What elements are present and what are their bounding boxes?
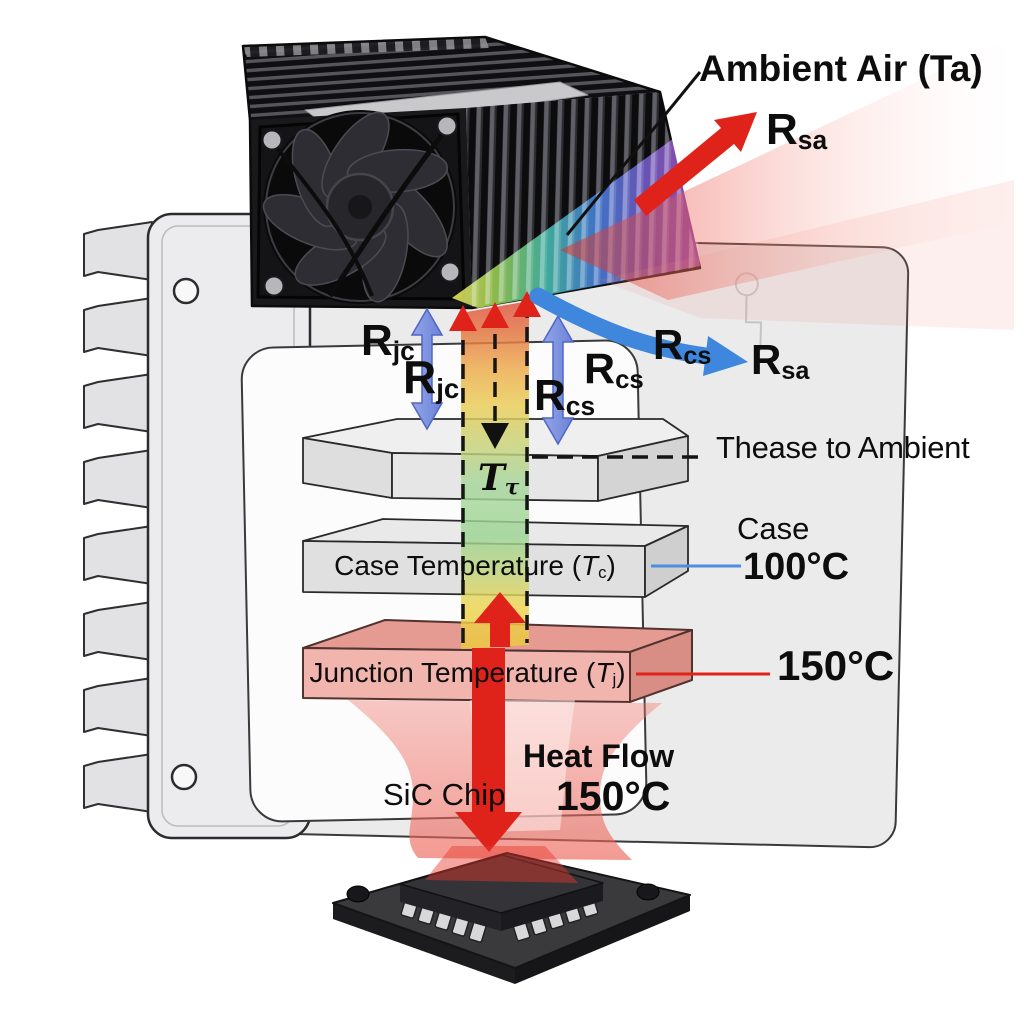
heatsink-to-ambient-label: Thease to Ambient [716, 430, 970, 465]
rjc-lower-label: Rjc [403, 351, 460, 404]
junction-callout-temp: 150°C [777, 642, 895, 689]
heat-flow-temp: 150°C [556, 773, 671, 819]
junction-up-arrow [474, 592, 526, 647]
case-callout-title: Case [737, 511, 810, 546]
fan-screw [436, 115, 458, 137]
board-hole [346, 885, 370, 903]
junction-plate [302, 619, 693, 703]
module-screw-bottom [170, 763, 198, 791]
down-arrowhead [481, 423, 509, 449]
ambient-air-label: Ambient Air (Ta) [699, 48, 983, 89]
column-dashed-borders [461, 303, 529, 646]
cooling-fan [256, 110, 466, 304]
heat-spot-on-chip [425, 846, 578, 883]
ambient-leader-line [565, 71, 702, 236]
case-plate-label: Case Temperature (Tc) [334, 550, 616, 583]
module-screw-top [172, 277, 200, 305]
module-fins [83, 221, 153, 813]
rcs-inner-upper-label: Rcs [584, 345, 644, 394]
junction-plate-label: Junction Temperature (Tj) [309, 657, 626, 690]
case-to-sink-flow-arrow [529, 287, 748, 376]
ambient-heat-beam [560, 36, 1014, 330]
chip-die [399, 854, 604, 914]
heat-flow-down-arrow [455, 648, 522, 852]
rjc-upper-label: Rjc [361, 316, 415, 366]
fan-screw [263, 275, 285, 297]
rsa-top-label: Rsa [766, 105, 828, 155]
heat-flow-label: Heat Flow [523, 738, 675, 774]
case-callout-temp: 100°C [743, 546, 850, 588]
fan-cable [327, 126, 449, 298]
fan-screw [261, 129, 283, 151]
sic-chip-package [332, 846, 691, 984]
rjc-double-arrow [410, 307, 444, 431]
heat-gradient-column [461, 301, 529, 649]
rcs-inner-lower-label: Rcs [534, 371, 596, 421]
rcs-curve-label: Rcs [653, 321, 712, 370]
fan-screw [439, 261, 461, 283]
rsa-side-label: Rsa [751, 336, 810, 385]
column-temp-label: Tτ [478, 457, 520, 500]
heat-up-arrowheads [449, 291, 541, 331]
rcs-double-arrow [541, 314, 575, 446]
board-hole [636, 883, 660, 901]
sic-chip-label: SiC Chip [383, 777, 506, 812]
rsa-arrow [634, 112, 757, 216]
